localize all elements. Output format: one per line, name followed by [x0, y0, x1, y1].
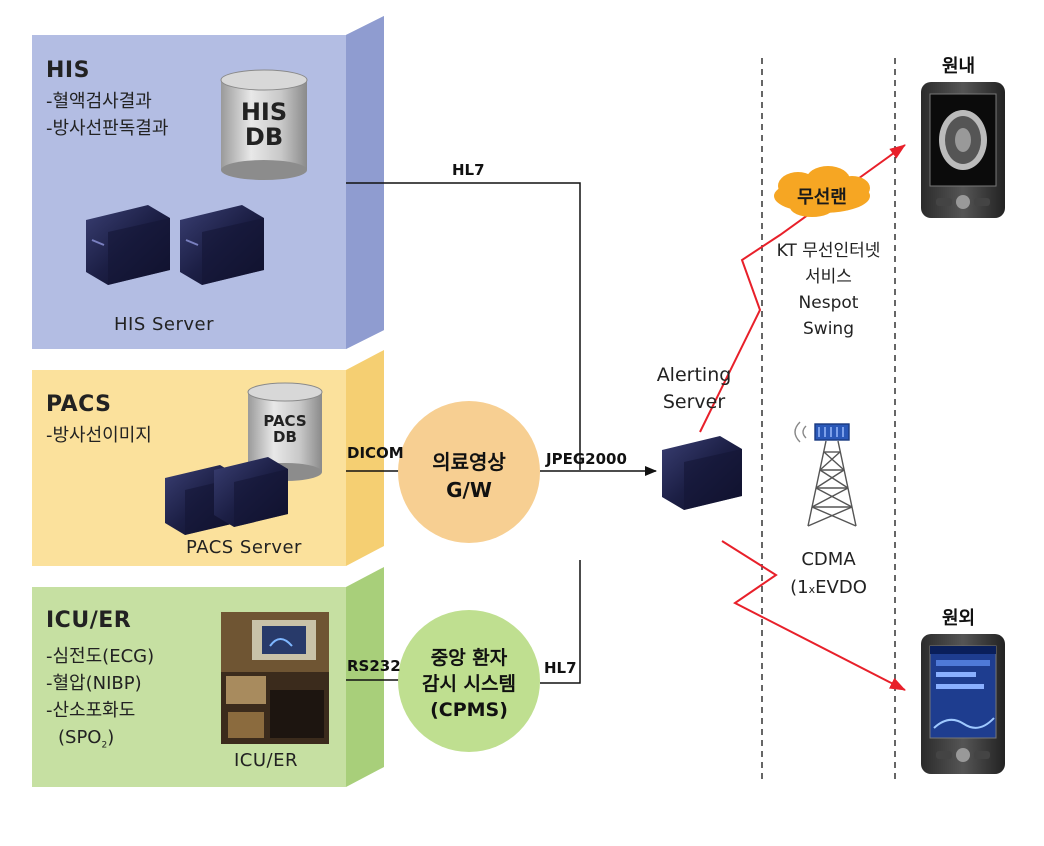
his-server-rack-1: [86, 205, 170, 285]
icu-item-spo2-abbr: (SPO2): [58, 724, 114, 760]
gateway-label: 의료영상 G/W: [398, 448, 540, 504]
icu-photo-caption: ICU/ER: [234, 750, 298, 771]
gateway-label-line2: G/W: [446, 478, 492, 502]
spo2-subscript: 2: [101, 740, 108, 751]
kt-line-3: Nespot: [798, 293, 859, 313]
spo2-prefix: (SPO: [58, 727, 102, 748]
icu-item-spo2: -산소포화도: [46, 700, 136, 721]
wireless-lan-label: 무선랜: [797, 187, 847, 208]
his-db-label: HIS DB: [221, 98, 307, 152]
his-to-alerting-line: [346, 182, 581, 470]
his-db-label-line2: DB: [244, 123, 284, 152]
his-db-cylinder: [220, 69, 308, 180]
his-server-caption: HIS Server: [114, 314, 215, 335]
pacs-panel-shape: [32, 350, 384, 566]
pda-outside-icon: [921, 634, 1005, 774]
cdma-label-line2: (1xEVDO: [762, 574, 895, 604]
his-item-radiology-reading: -방사선판독결과: [46, 118, 169, 139]
pacs-db-label-line1: PACS: [263, 412, 307, 430]
cpms-label-line1: 중앙 환자: [430, 647, 508, 669]
pacs-server-caption: PACS Server: [186, 537, 302, 558]
cpms-label: 중앙 환자 감시 시스템 (CPMS): [398, 645, 540, 723]
cpms-label-line2: 감시 시스템: [421, 673, 516, 695]
icu-item-ecg: -심전도(ECG): [46, 646, 155, 667]
jpeg2000-label: JPEG2000: [546, 450, 627, 468]
alerting-server-label: Alerting Server: [644, 362, 744, 416]
alerting-server-icon: [662, 436, 742, 510]
cdma-label-line1: CDMA: [801, 549, 856, 570]
wireless-arrow-outside: [721, 540, 906, 691]
his-db-label-line1: HIS: [240, 98, 288, 126]
pacs-db-label: PACS DB: [248, 412, 322, 446]
his-title: HIS: [46, 58, 90, 83]
cdma-line2-suffix: EVDO: [815, 577, 867, 598]
alerting-label-line2: Server: [662, 391, 726, 413]
cdma-label: CDMA (1xEVDO: [762, 546, 895, 604]
pda-inside-icon: [921, 82, 1005, 218]
outside-hospital-label: 원외: [942, 608, 976, 629]
wireless-lan-cloud: [774, 166, 870, 217]
kt-line-1: KT 무선인터넷: [776, 241, 881, 261]
icu-item-nibp: -혈압(NIBP): [46, 673, 142, 694]
icu-photo: [221, 612, 329, 744]
his-server-rack-2: [180, 205, 264, 285]
cdma-line2-x: x: [808, 583, 816, 596]
pacs-server-rack-2: [214, 457, 288, 527]
his-hl7-label: HL7: [452, 161, 485, 179]
cdma-tower-icon: [794, 421, 857, 527]
cpms-hl7-label: HL7: [544, 659, 577, 677]
dicom-label: DICOM: [347, 444, 404, 462]
cpms-label-line3: (CPMS): [430, 699, 508, 721]
his-item-blood-test: -혈액검사결과: [46, 91, 152, 112]
pacs-item-radiology-image: -방사선이미지: [46, 425, 152, 446]
pacs-db-label-line2: DB: [273, 427, 297, 446]
gateway-circle: [398, 401, 540, 543]
cpms-hl7-line: [540, 560, 581, 684]
kt-wireless-service-label: KT 무선인터넷 서비스 Nespot Swing: [762, 238, 895, 342]
cpms-circle: [398, 610, 540, 752]
alerting-label-line1: Alerting: [656, 364, 732, 386]
kt-line-2: 서비스: [805, 267, 852, 287]
icu-title: ICU/ER: [46, 608, 132, 633]
inside-hospital-label: 원내: [942, 56, 976, 77]
cdma-line2-prefix: (1: [790, 577, 809, 598]
kt-line-4: Swing: [803, 319, 854, 339]
spo2-suffix: ): [107, 727, 115, 748]
pacs-title: PACS: [46, 392, 112, 417]
rs232-label: RS232: [347, 657, 401, 675]
gateway-label-line1: 의료영상: [432, 450, 506, 474]
